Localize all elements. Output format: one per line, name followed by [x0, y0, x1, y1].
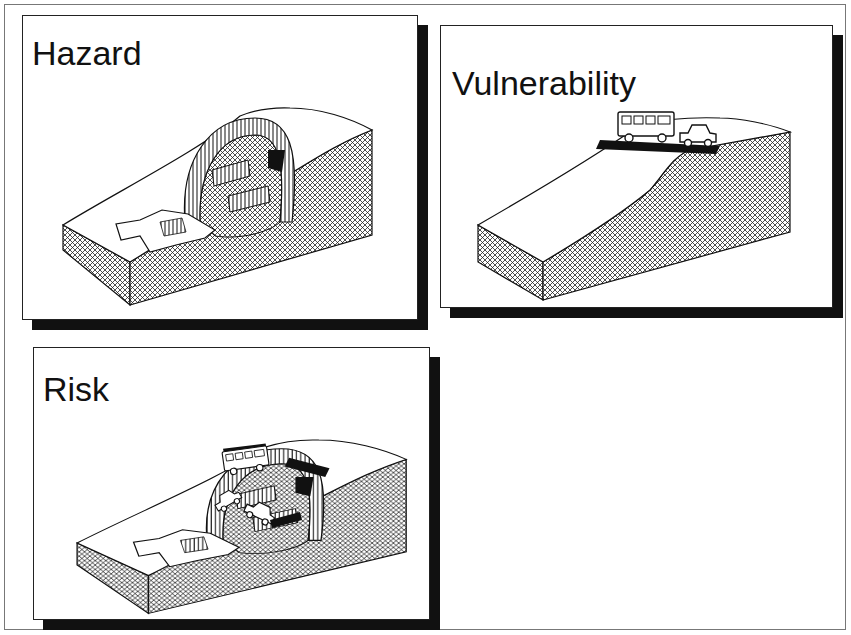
panel-title: Risk [43, 372, 109, 406]
panel-title: Vulnerability [452, 66, 636, 100]
panel-title: Hazard [32, 36, 142, 70]
illustration-panel: Hazard [22, 15, 418, 320]
illustration-panel: Vulnerability [440, 25, 833, 308]
falling-vehicles [212, 446, 302, 528]
illustration-panel: Risk [33, 347, 430, 620]
vulnerability-slope [478, 112, 790, 300]
